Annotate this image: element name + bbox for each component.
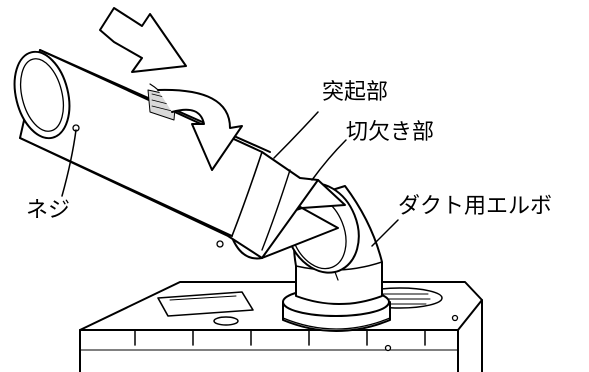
leader-notch: [311, 139, 347, 181]
leader-projection: [273, 111, 319, 159]
label-duct-elbow: ダクト用エルボ: [398, 194, 553, 219]
leader-elbow: [371, 219, 399, 247]
duct-pipe: [13, 49, 319, 259]
label-projection: 突起部: [322, 80, 389, 105]
unit-housing: [79, 281, 483, 372]
label-screw: ネジ: [26, 198, 71, 223]
rotation-arrow: [157, 88, 243, 171]
label-notch: 切欠き部: [346, 120, 435, 145]
leader-lines: [61, 111, 399, 247]
leader-screw: [61, 129, 77, 197]
insertion-arrow: [99, 7, 187, 73]
